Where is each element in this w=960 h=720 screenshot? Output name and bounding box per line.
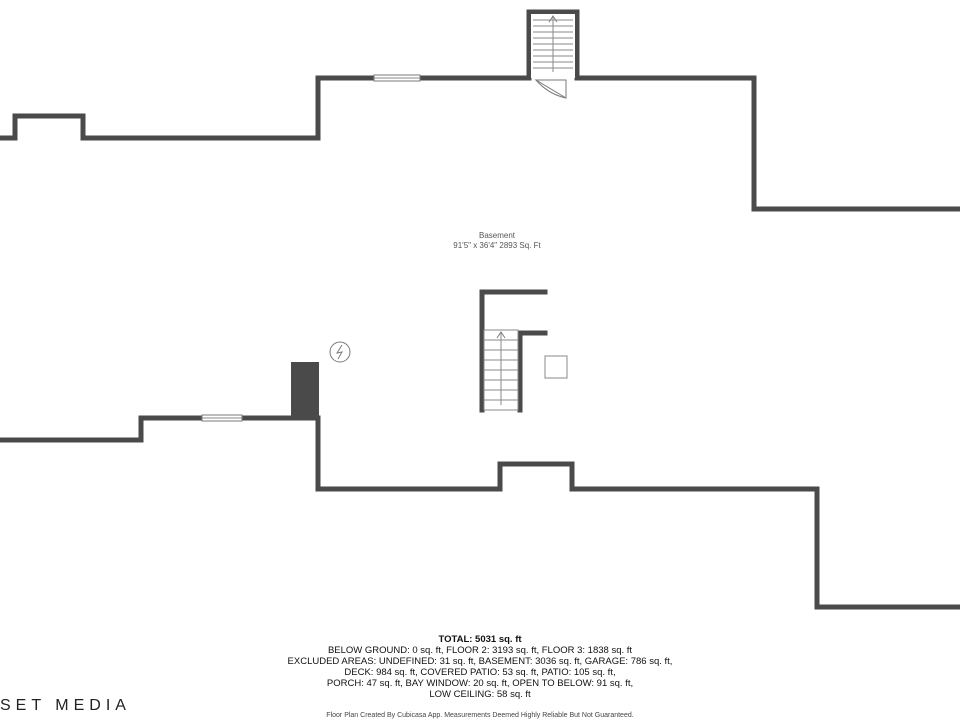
total-area: TOTAL: 5031 sq. ft	[438, 634, 522, 645]
stairs-top	[531, 14, 575, 99]
summary-line-4: PORCH: 47 sq. ft, BAY WINDOW: 20 sq. ft,…	[326, 678, 634, 689]
interior-wall-stub	[517, 330, 548, 413]
window-top	[373, 74, 421, 82]
interior-wall	[479, 289, 548, 413]
summary-line-3: DECK: 984 sq. ft, COVERED PATIO: 53 sq. …	[344, 667, 616, 678]
window-bottom	[201, 414, 243, 422]
wall-top	[0, 9, 960, 212]
room-name: Basement	[478, 231, 516, 240]
credit-footer: Floor Plan Created By Cubicasa App. Meas…	[326, 712, 634, 719]
stairs-interior	[483, 329, 519, 411]
summary-line-1: BELOW GROUND: 0 sq. ft, FLOOR 2: 3193 sq…	[327, 645, 633, 656]
area-summary: TOTAL: 5031 sq. ft BELOW GROUND: 0 sq. f…	[230, 634, 730, 700]
chimney-block	[291, 362, 319, 418]
room-label: Basement 91'5" x 36'4" 2893 Sq. Ft	[397, 231, 597, 251]
fixture-square	[544, 355, 568, 379]
summary-line-2: EXCLUDED AREAS: UNDEFINED: 31 sq. ft, BA…	[287, 656, 673, 667]
summary-line-5: LOW CEILING: 58 sq. ft	[429, 689, 531, 700]
electric-panel-icon	[329, 341, 351, 363]
room-dimensions: 91'5" x 36'4" 2893 Sq. Ft	[453, 241, 541, 250]
brand-wordmark: SET MEDIA	[0, 697, 131, 714]
wall-bottom	[0, 415, 960, 610]
